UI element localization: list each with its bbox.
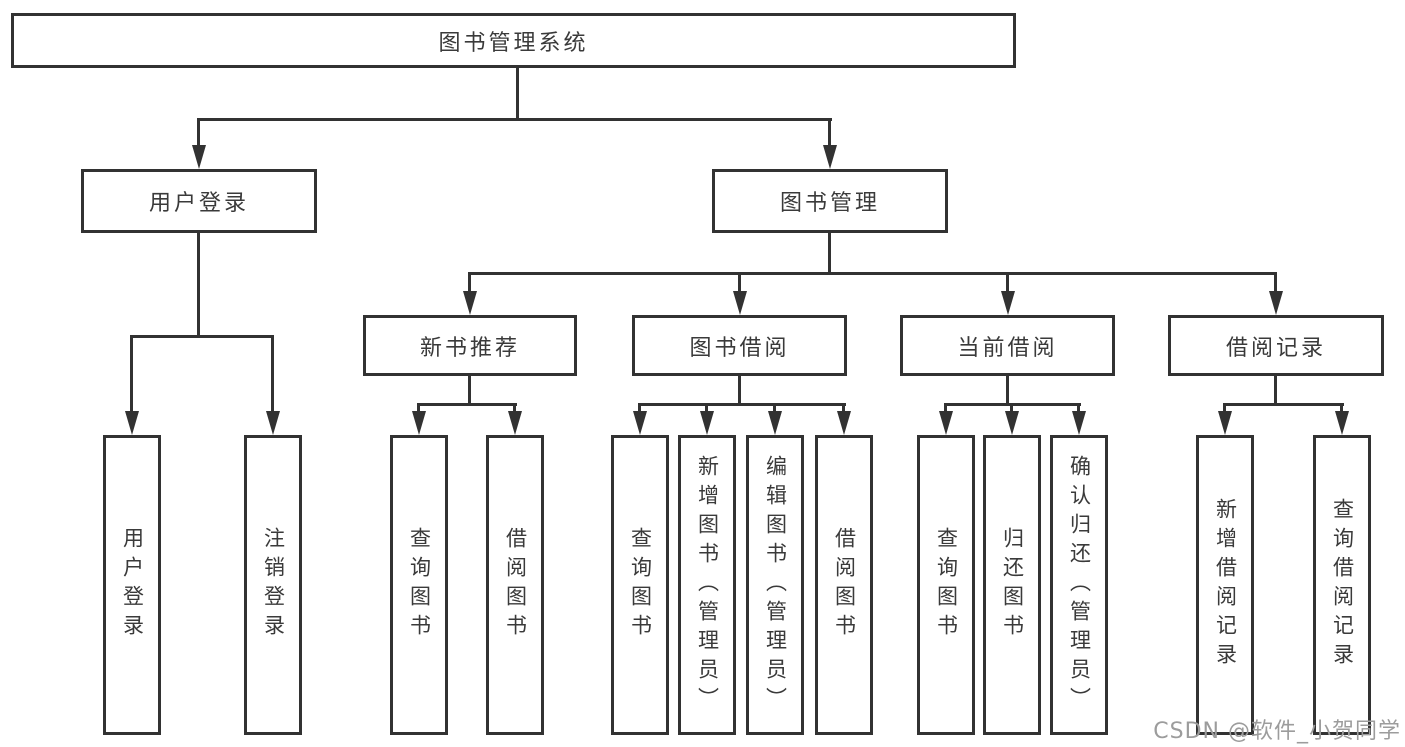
connector-root-stub (516, 68, 519, 118)
connector-stem (1274, 272, 1277, 293)
arrow-down-icon (1072, 411, 1086, 435)
arrow-down-icon (768, 411, 782, 435)
connector-stem (130, 335, 133, 413)
node-root: 图书管理系统 (11, 13, 1016, 68)
arrow-down-icon (1218, 411, 1232, 435)
connector-current-stub (1006, 376, 1009, 403)
arrow-down-icon (823, 145, 837, 169)
connector-borrow-bar (638, 403, 846, 406)
connector-stem (842, 403, 845, 413)
connector-stem (271, 335, 274, 413)
connector-root-bar (198, 118, 832, 121)
node-new-book-recommend: 新书推荐 (363, 315, 577, 376)
connector-stem (1010, 403, 1013, 413)
connector-stem (638, 403, 641, 413)
arrow-down-icon (1335, 411, 1349, 435)
arrow-down-icon (1269, 291, 1283, 315)
connector-user-login-stub (197, 233, 200, 335)
connector-stem (1006, 272, 1009, 293)
connector-stem (197, 118, 200, 147)
node-add-borrow-record: 新增借阅记录 (1196, 435, 1254, 735)
node-query-books-recommend: 查询图书 (390, 435, 448, 735)
arrow-down-icon (1001, 291, 1015, 315)
arrow-down-icon (1005, 411, 1019, 435)
connector-stem (1340, 403, 1343, 413)
connector-book-mgmt-stub (828, 233, 831, 272)
connector-records-stub (1274, 376, 1277, 403)
connector-borrow-stub (738, 376, 741, 403)
connector-recommend-bar (417, 403, 517, 406)
connector-stem (468, 272, 471, 293)
arrow-down-icon (412, 411, 426, 435)
node-user-login-action: 用户登录 (103, 435, 161, 735)
node-query-books-current: 查询图书 (917, 435, 975, 735)
connector-user-login-bar (131, 335, 274, 338)
arrow-down-icon (837, 411, 851, 435)
connector-stem (773, 403, 776, 413)
connector-book-mgmt-bar (468, 272, 1277, 275)
arrow-down-icon (633, 411, 647, 435)
arrow-down-icon (733, 291, 747, 315)
node-user-login: 用户登录 (81, 169, 317, 233)
node-borrow-records: 借阅记录 (1168, 315, 1384, 376)
connector-recommend-stub (468, 376, 471, 403)
node-edit-books-admin: 编辑图书（管理员） (746, 435, 804, 735)
arrow-down-icon (700, 411, 714, 435)
node-query-borrow-record: 查询借阅记录 (1313, 435, 1371, 735)
node-query-books-borrow: 查询图书 (611, 435, 669, 735)
arrow-down-icon (192, 145, 206, 169)
node-borrow-books-action: 借阅图书 (815, 435, 873, 735)
arrow-down-icon (463, 291, 477, 315)
arrow-down-icon (939, 411, 953, 435)
node-current-borrow: 当前借阅 (900, 315, 1115, 376)
node-add-books-admin: 新增图书（管理员） (678, 435, 736, 735)
node-return-books: 归还图书 (983, 435, 1041, 735)
connector-stem (513, 403, 516, 413)
arrow-down-icon (508, 411, 522, 435)
node-borrow-books-recommend: 借阅图书 (486, 435, 544, 735)
connector-stem (1223, 403, 1226, 413)
connector-stem (1077, 403, 1080, 413)
connector-stem (417, 403, 420, 413)
node-confirm-return-admin: 确认归还（管理员） (1050, 435, 1108, 735)
connector-stem (738, 272, 741, 293)
watermark: CSDN @软件_小贺同学 (1153, 719, 1401, 744)
connector-stem (828, 118, 831, 147)
node-book-borrow: 图书借阅 (632, 315, 847, 376)
connector-stem (705, 403, 708, 413)
node-book-management: 图书管理 (712, 169, 948, 233)
arrow-down-icon (266, 411, 280, 435)
arrow-down-icon (125, 411, 139, 435)
connector-stem (944, 403, 947, 413)
connector-records-bar (1223, 403, 1344, 406)
node-logout-action: 注销登录 (244, 435, 302, 735)
